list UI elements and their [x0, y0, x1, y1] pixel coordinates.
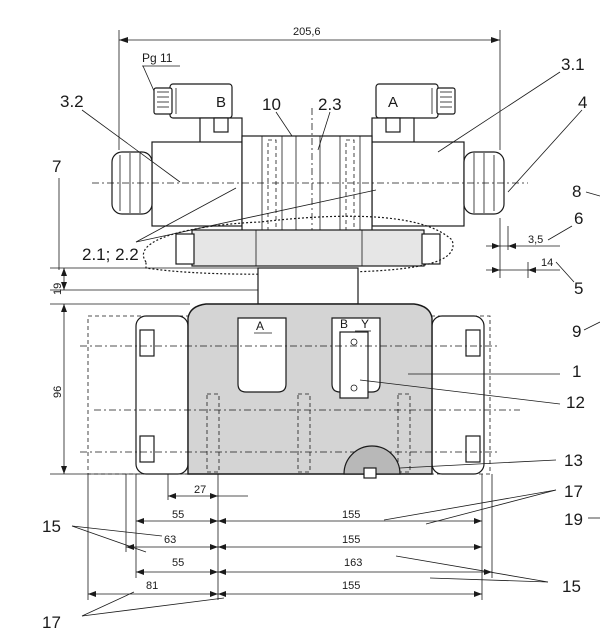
solenoid-a-label: A [388, 94, 398, 111]
d-3-5-value: 3,5 [528, 234, 543, 246]
callout-5: 5 [574, 279, 583, 298]
valve-stem [50, 267, 359, 305]
d-81-value: 81 [146, 580, 158, 592]
callout-15-right: 15 [562, 577, 581, 596]
callout-2-1-2-2: 2.1; 2.2 [82, 245, 139, 264]
callout-3-1: 3.1 [561, 55, 585, 74]
valve-body: A B Y [80, 303, 520, 479]
callout-13: 13 [564, 451, 583, 470]
connector-plug-b: B [153, 83, 233, 119]
callout-19: 19 [564, 510, 583, 529]
solenoid-b-label: B [216, 94, 226, 111]
d-155-mid-value: 155 [342, 534, 360, 546]
bottom-dimensions: 27 55 155 63 155 55 163 81 155 [87, 474, 493, 600]
d-155-bottom-value: 155 [342, 580, 360, 592]
right-small-dimensions: 3,5 14 [486, 218, 575, 283]
callout-17-bottom: 17 [42, 613, 61, 632]
d-155-top-value: 155 [342, 509, 360, 521]
callout-2-3: 2.3 [318, 95, 342, 114]
left-dimensions: 19 96 [50, 268, 190, 475]
pg11-label: Pg 11 [142, 51, 173, 65]
callout-15-left: 15 [42, 517, 61, 536]
d-63-value: 63 [164, 534, 176, 546]
overall-width-dimension: 205,6 [118, 26, 501, 150]
callout-9: 9 [572, 322, 581, 341]
d-55-top-value: 55 [172, 509, 184, 521]
port-y-label: Y [361, 317, 369, 331]
callout-1: 1 [572, 362, 581, 381]
callout-6: 6 [574, 209, 583, 228]
callout-3-2: 3.2 [60, 92, 84, 111]
callout-12: 12 [566, 393, 585, 412]
callout-numbers: 3.1 3.2 10 2.3 4 7 8 6 2.1; 2.2 5 9 1 12… [42, 55, 587, 632]
d-27-value: 27 [194, 484, 206, 496]
callout-17-right: 17 [564, 482, 583, 501]
port-a-label: A [256, 319, 264, 333]
port-b-label: B [340, 317, 348, 331]
d-14-value: 14 [541, 257, 553, 269]
callout-leaders [58, 71, 600, 617]
d-163-value: 163 [344, 557, 362, 569]
connector-plug-a: A [375, 83, 456, 119]
callout-10: 10 [262, 95, 281, 114]
callout-8: 8 [572, 182, 581, 201]
intermediate-plate [143, 215, 454, 275]
callout-4: 4 [578, 93, 587, 112]
overall-width-value: 205,6 [293, 26, 321, 38]
height-19-value: 19 [52, 283, 64, 295]
d-55-low-value: 55 [172, 557, 184, 569]
height-96-value: 96 [52, 386, 64, 398]
callout-7: 7 [52, 157, 61, 176]
